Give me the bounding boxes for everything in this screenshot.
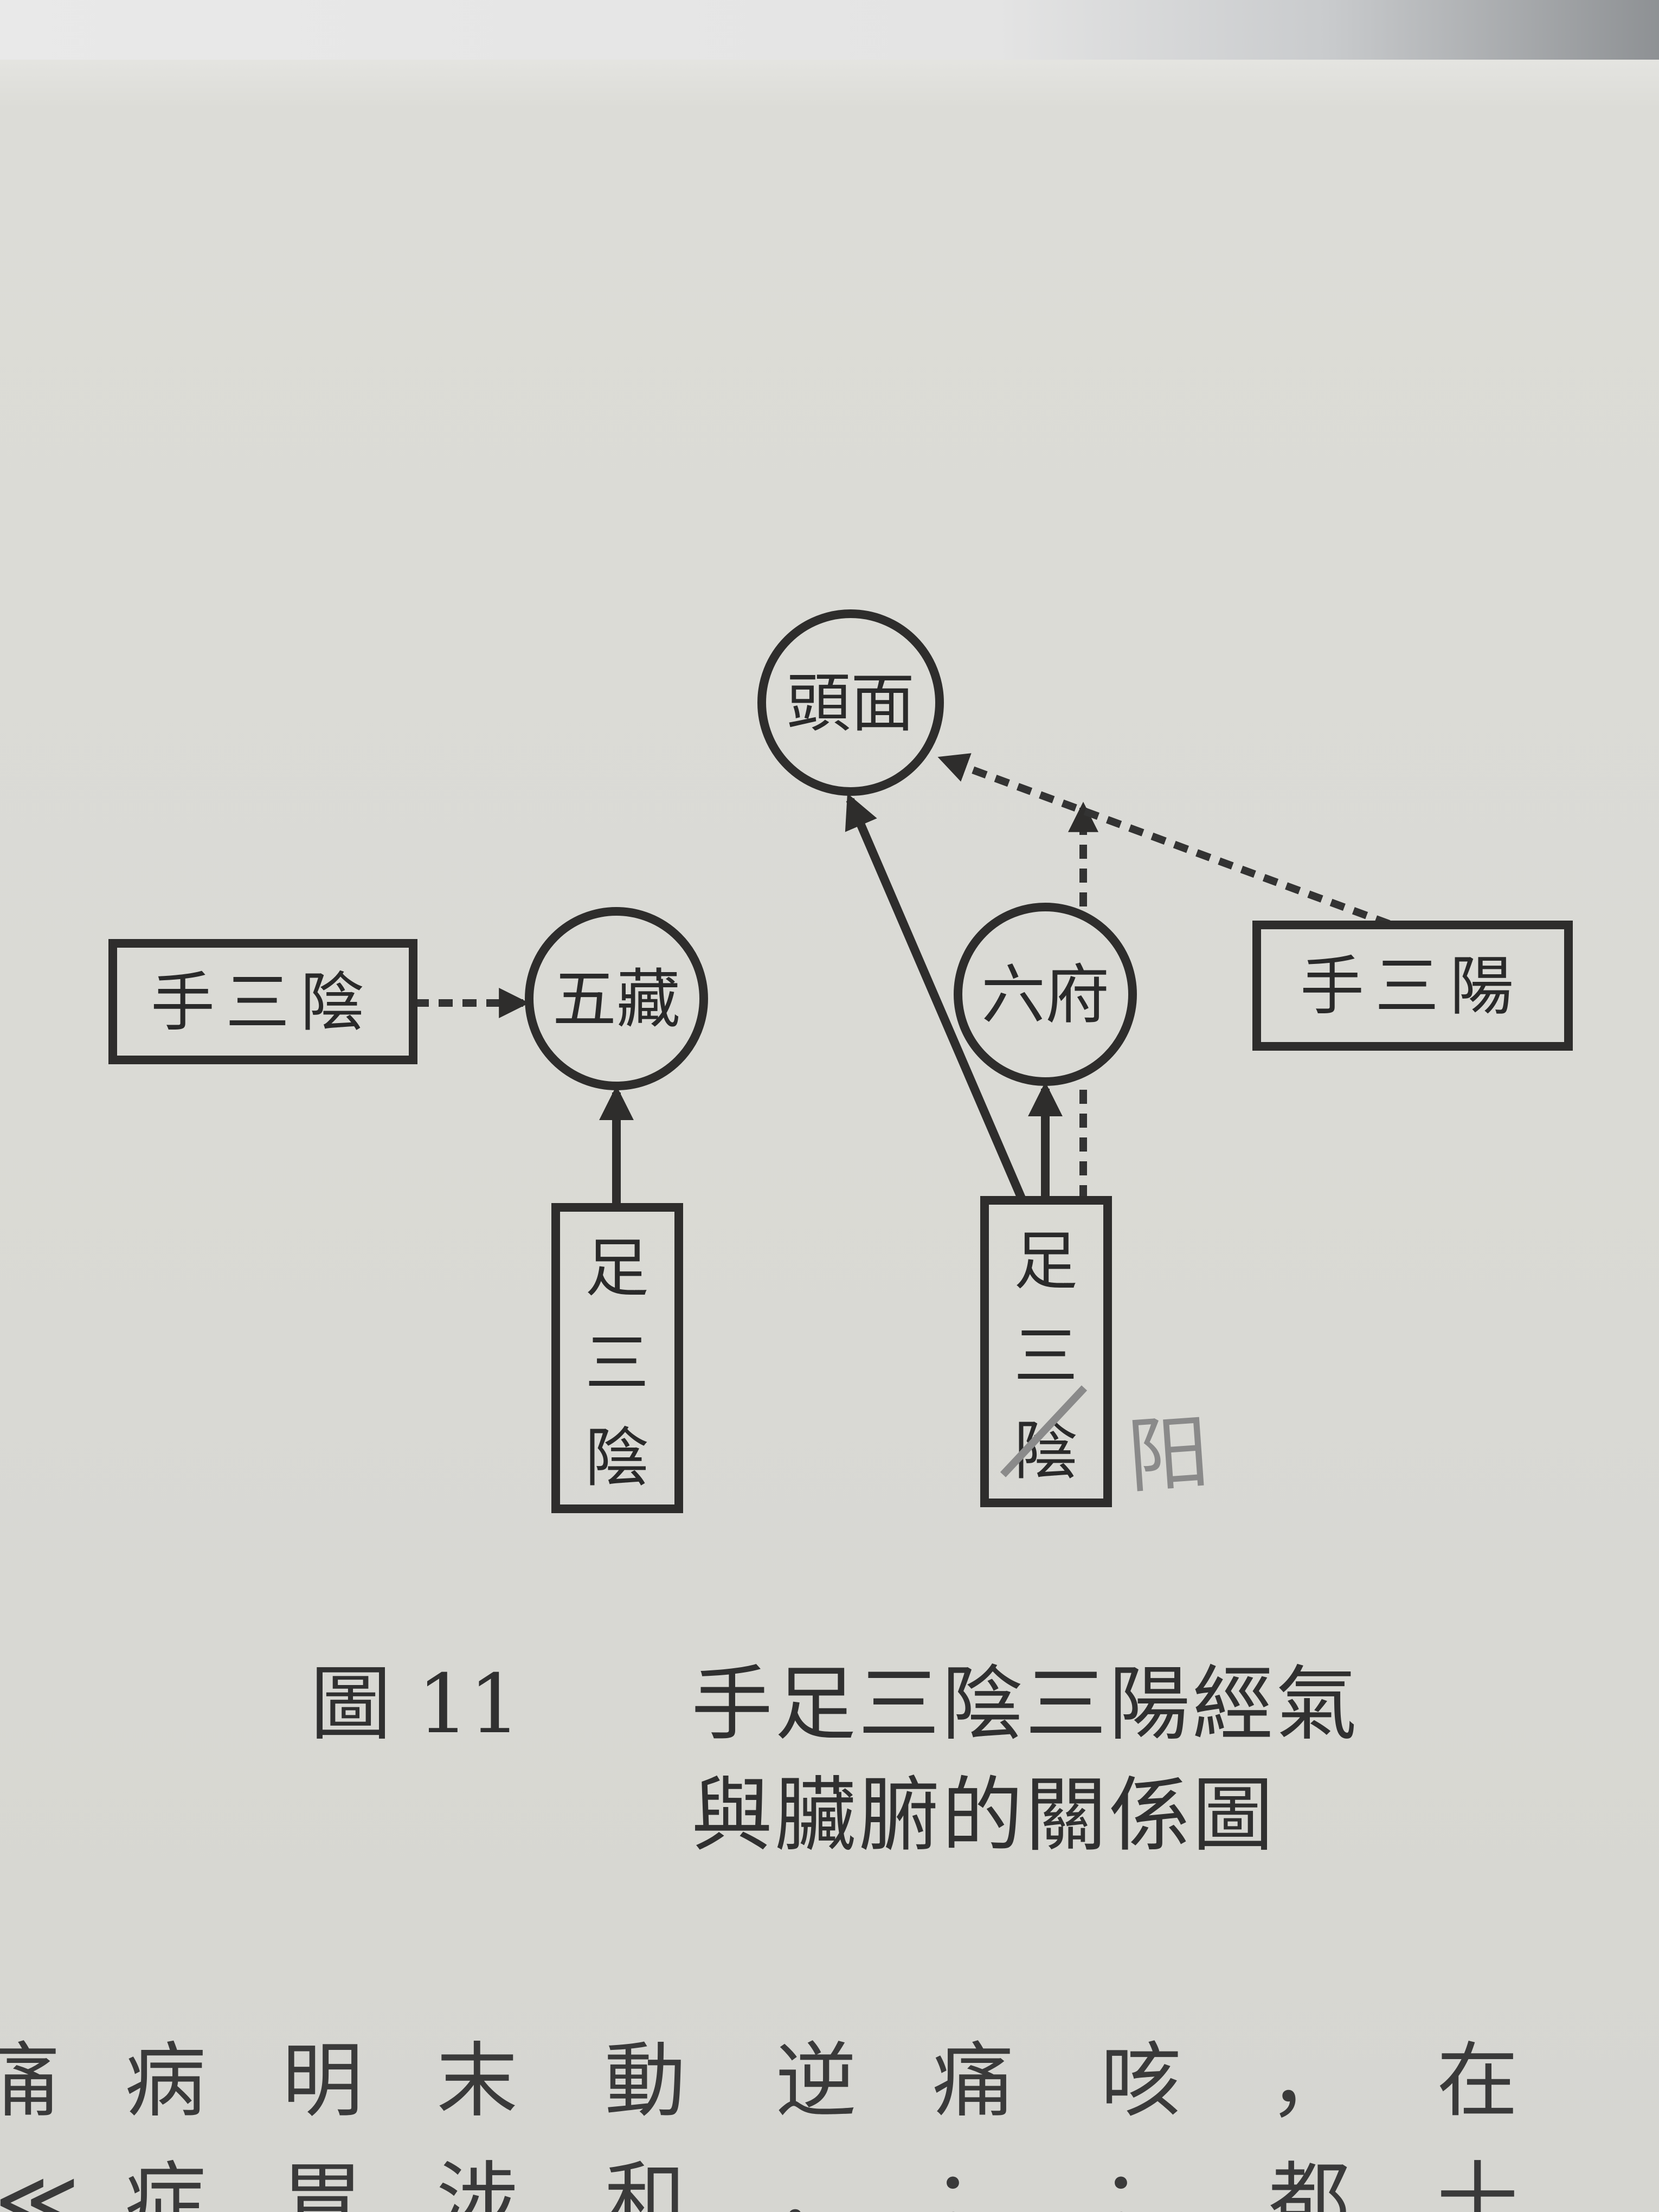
body-char: 涉 [436, 2153, 518, 2212]
node-label: 陰 [585, 1420, 649, 1495]
background-edge [0, 0, 1659, 60]
body-char: 明 [282, 2034, 363, 2129]
node-label: 三 [1014, 1319, 1078, 1393]
body-text-row2: ≪ 症 胃 涉 和 ， ； ； 都 十 [0, 2153, 1518, 2212]
node-label: 三 [585, 1326, 649, 1400]
body-char: ， [775, 2153, 857, 2212]
node-six-fu: 六府 [954, 903, 1137, 1086]
arrow-hand-yang-to-head [937, 753, 1391, 928]
node-head-face: 頭面 [757, 609, 944, 796]
body-char: 逆 [775, 2034, 857, 2129]
body-char: ； [1101, 2153, 1182, 2212]
node-label: 手三陰 [151, 965, 375, 1040]
node-five-zang: 五藏 [525, 907, 708, 1090]
node-label: 頭面 [787, 666, 915, 741]
node-label: 足 [1014, 1224, 1078, 1298]
arrow-foot-right-to-head [845, 793, 1026, 1201]
node-foot-three-yin-right: 足 三 陰 [980, 1196, 1112, 1507]
body-char: 十 [1437, 2153, 1518, 2212]
node-hand-three-yang: 手三陽 [1252, 921, 1573, 1051]
handwritten-note: 阳 [1124, 1405, 1212, 1505]
body-char: ， [1269, 2034, 1350, 2129]
figure-number: 圖 11 [310, 1657, 521, 1752]
body-char: 咳 [1101, 2034, 1182, 2129]
node-foot-three-yin-left: 足 三 陰 [551, 1203, 683, 1513]
figure-caption-line2: 與臟腑的關係圖 [691, 1769, 1276, 1863]
node-label: 足 [585, 1231, 649, 1306]
node-label: 五藏 [552, 962, 680, 1037]
body-char: ； [933, 2153, 1014, 2212]
node-label: 手三陽 [1300, 949, 1525, 1024]
body-text-row1: 痛 病 明 末 動 逆 痛 咳 ， 在 [0, 2034, 1518, 2129]
body-char: 痛 [0, 2034, 60, 2129]
body-char: 胃 [282, 2153, 363, 2212]
body-char: ≪ [0, 2153, 80, 2212]
body-char: 都 [1269, 2153, 1350, 2212]
body-char: 痛 [933, 2034, 1014, 2129]
body-char: 病 [125, 2034, 206, 2129]
body-char: 末 [436, 2034, 518, 2129]
node-label: 六府 [981, 957, 1109, 1032]
body-char: 動 [605, 2034, 686, 2129]
pencil-strike-mark [1000, 1385, 1088, 1477]
body-char: 症 [125, 2153, 206, 2212]
body-char: 在 [1437, 2034, 1518, 2129]
body-char: 和 [605, 2153, 686, 2212]
node-hand-three-yin: 手三陰 [108, 939, 417, 1064]
figure-caption-line1: 手足三陰三陽經氣 [691, 1657, 1359, 1752]
